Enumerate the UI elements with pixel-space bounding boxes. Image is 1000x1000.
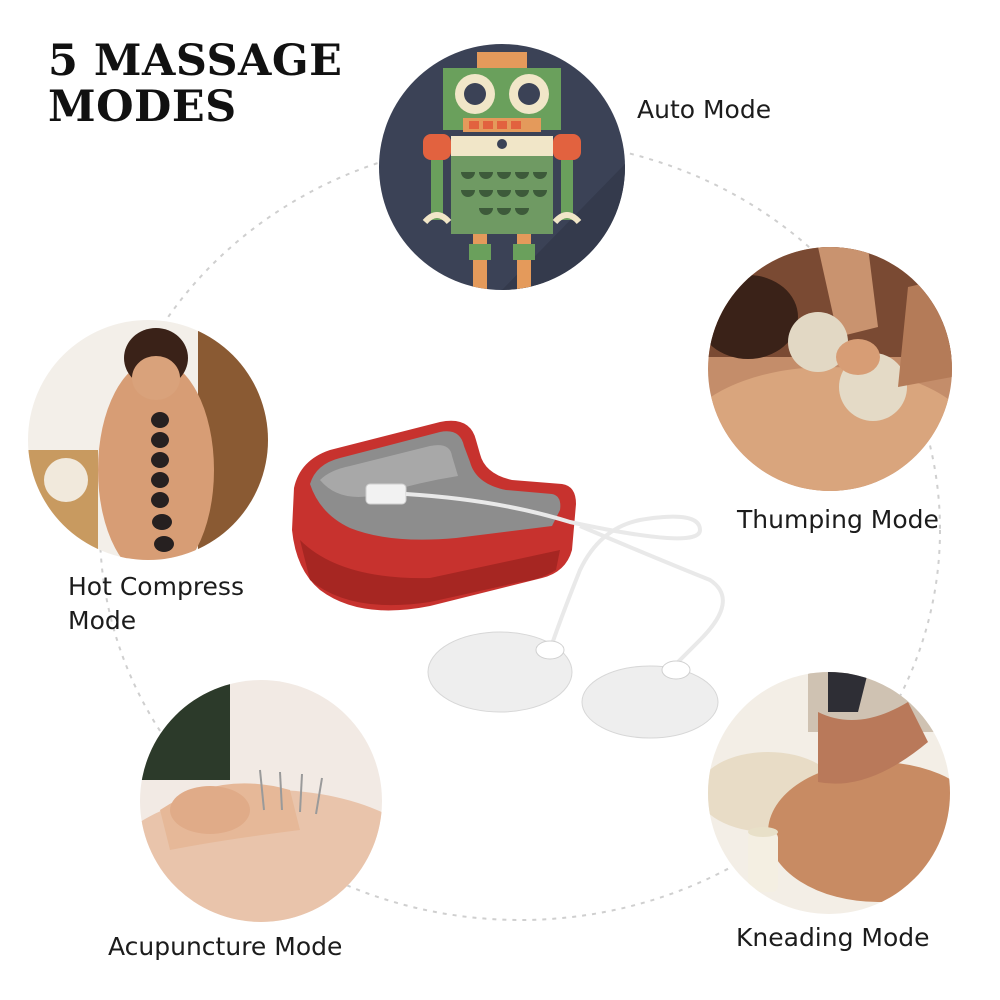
neck-massager-device — [280, 410, 740, 740]
hot-compress-mode-image — [28, 320, 268, 560]
page-title: 5 MASSAGE MODES — [48, 36, 343, 132]
thumping-mode-image — [708, 247, 952, 491]
kneading-mode-image — [708, 672, 950, 914]
acupuncture-mode-image — [140, 680, 382, 922]
acupuncture-mode-label: Acupuncture Mode — [108, 932, 343, 961]
kneading-mode-label: Kneading Mode — [736, 923, 930, 952]
electrode-pad-left — [427, 631, 573, 713]
hot-compress-mode-label: Hot Compress Mode — [68, 572, 244, 635]
electrode-pad-right — [581, 660, 719, 739]
thumping-mode-label: Thumping Mode — [737, 505, 939, 534]
auto-mode-image — [379, 44, 625, 290]
robot-icon — [379, 44, 625, 290]
auto-mode-label: Auto Mode — [637, 95, 772, 124]
